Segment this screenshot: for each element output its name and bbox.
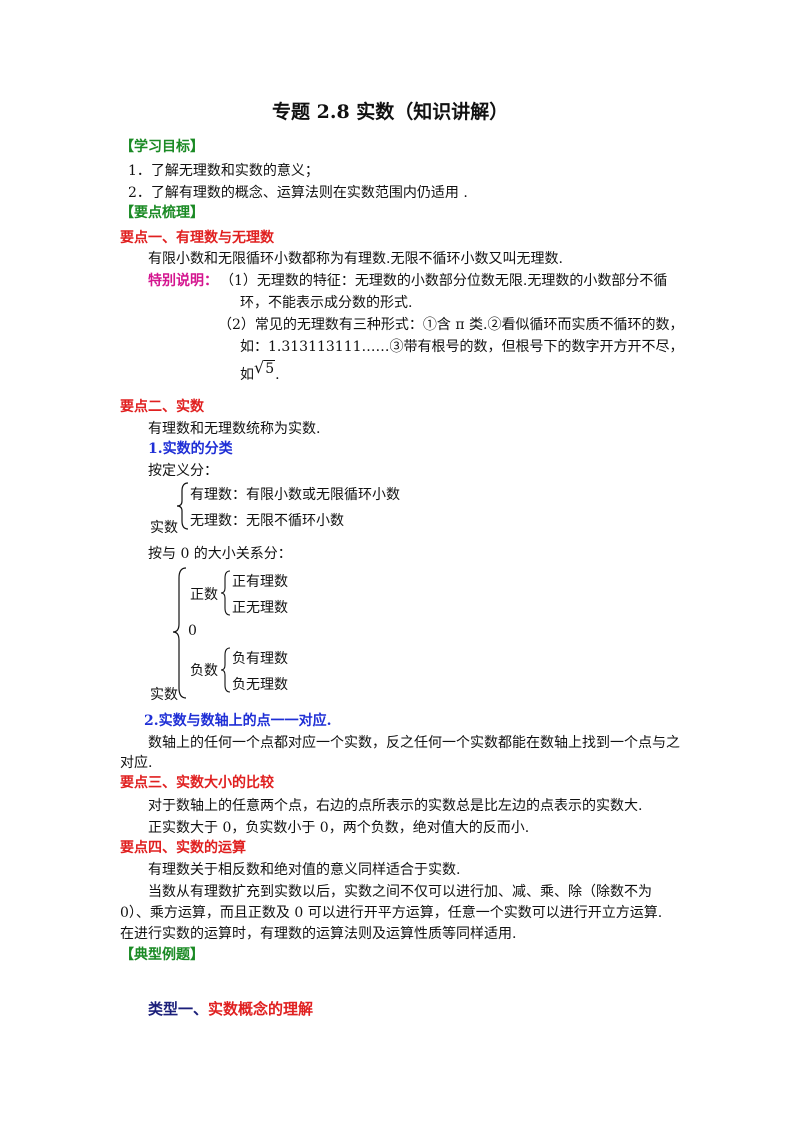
correspondence-text-a: 数轴上的任何一个点都对应一个实数，反之任何一个实数都能在数轴上找到一个点与之 bbox=[148, 735, 680, 751]
note2-line-a: （2）常见的无理数有三种形式：①含 π 类.②看似循环而实质不循环的数， bbox=[218, 317, 684, 333]
by-sign-label: 按与 0 的大小关系分： bbox=[148, 546, 292, 562]
zero-label: 0 bbox=[188, 623, 197, 639]
def-branch-rational: 有理数：有限小数或无限循环小数 bbox=[190, 487, 400, 503]
def-branch-irrational: 无理数：无限不循环小数 bbox=[190, 513, 344, 529]
positive-brace bbox=[220, 570, 231, 616]
negative-irrational: 负无理数 bbox=[232, 677, 288, 693]
point4-text2-b: 0）、乘方运算，而且正数及 0 可以进行开平方运算，任意一个实数可以进行开立方运… bbox=[120, 905, 663, 921]
note1-line-a: （1）无理数的特征：无理数的小数部分位数无限.无理数的小数部分不循 bbox=[220, 273, 668, 289]
point1-text: 有限小数和无限循环小数都称为有理数.无限不循环小数又叫无理数. bbox=[148, 251, 563, 267]
def-brace bbox=[176, 482, 189, 530]
positive-label: 正数 bbox=[190, 587, 218, 603]
page-title: 专题 2.8 实数（知识讲解） bbox=[272, 101, 509, 123]
point2-heading: 要点二、实数 bbox=[120, 399, 204, 415]
point4-text2-a: 当数从有理数扩充到实数以后，实数之间不仅可以进行加、减、乘、除（除数不为 bbox=[148, 884, 652, 900]
def-root-label: 实数 bbox=[150, 520, 178, 536]
note2-suffix: . bbox=[275, 367, 280, 383]
correspondence-heading: 2.实数与数轴上的点一一对应. bbox=[144, 713, 332, 729]
sqrt-radicand: 5 bbox=[264, 360, 276, 377]
point2-text: 有理数和无理数统称为实数. bbox=[148, 421, 321, 437]
type1-title: 实数概念的理解 bbox=[208, 1000, 314, 1018]
goal-item-1: 1．了解无理数和实数的意义； bbox=[128, 163, 319, 179]
point4-text1: 有理数关于相反数和绝对值的意义同样适合于实数. bbox=[148, 862, 461, 878]
classification-heading: 1.实数的分类 bbox=[148, 441, 233, 457]
negative-brace bbox=[220, 647, 231, 693]
point4-heading: 要点四、实数的运算 bbox=[120, 840, 246, 856]
positive-irrational: 正无理数 bbox=[232, 600, 288, 616]
note2-line-c: 如√5. bbox=[240, 358, 280, 384]
point1-heading: 要点一、有理数与无理数 bbox=[120, 230, 274, 246]
note1-line-b: 环，不能表示成分数的形式. bbox=[240, 295, 413, 311]
note2-prefix: 如 bbox=[240, 367, 254, 383]
point3-heading: 要点三、实数大小的比较 bbox=[120, 775, 274, 791]
negative-label: 负数 bbox=[190, 663, 218, 679]
goals-heading: 【学习目标】 bbox=[120, 139, 204, 155]
type1-heading: 类型一、实数概念的理解 bbox=[148, 998, 313, 1019]
note2-line-b: 如：1.313113111……③带有根号的数，但根号下的数字开方开不尽， bbox=[240, 339, 684, 355]
type1-prefix: 类型一、 bbox=[148, 1000, 209, 1018]
goal-item-2: 2．了解有理数的概念、运算法则在实数范围内仍适用 . bbox=[128, 185, 468, 201]
sqrt-sign: √ bbox=[254, 358, 265, 377]
point3-text1: 对于数轴上的任意两个点，右边的点所表示的实数总是比左边的点表示的实数大. bbox=[148, 798, 643, 814]
note-label: 特别说明： bbox=[148, 273, 218, 289]
positive-rational: 正有理数 bbox=[232, 574, 288, 590]
examples-heading: 【典型例题】 bbox=[120, 947, 204, 963]
by-definition-label: 按定义分： bbox=[148, 463, 218, 479]
points-heading: 【要点梳理】 bbox=[120, 205, 204, 221]
sign-root-label: 实数 bbox=[150, 687, 178, 703]
point4-text2-c: 在进行实数的运算时，有理数的运算法则及运算性质等同样适用. bbox=[120, 926, 517, 942]
sign-big-brace bbox=[172, 567, 187, 699]
point3-text2: 正实数大于 0，负实数小于 0，两个负数，绝对值大的反而小. bbox=[148, 820, 530, 836]
negative-rational: 负有理数 bbox=[232, 651, 288, 667]
correspondence-text-b: 对应. bbox=[120, 755, 153, 771]
